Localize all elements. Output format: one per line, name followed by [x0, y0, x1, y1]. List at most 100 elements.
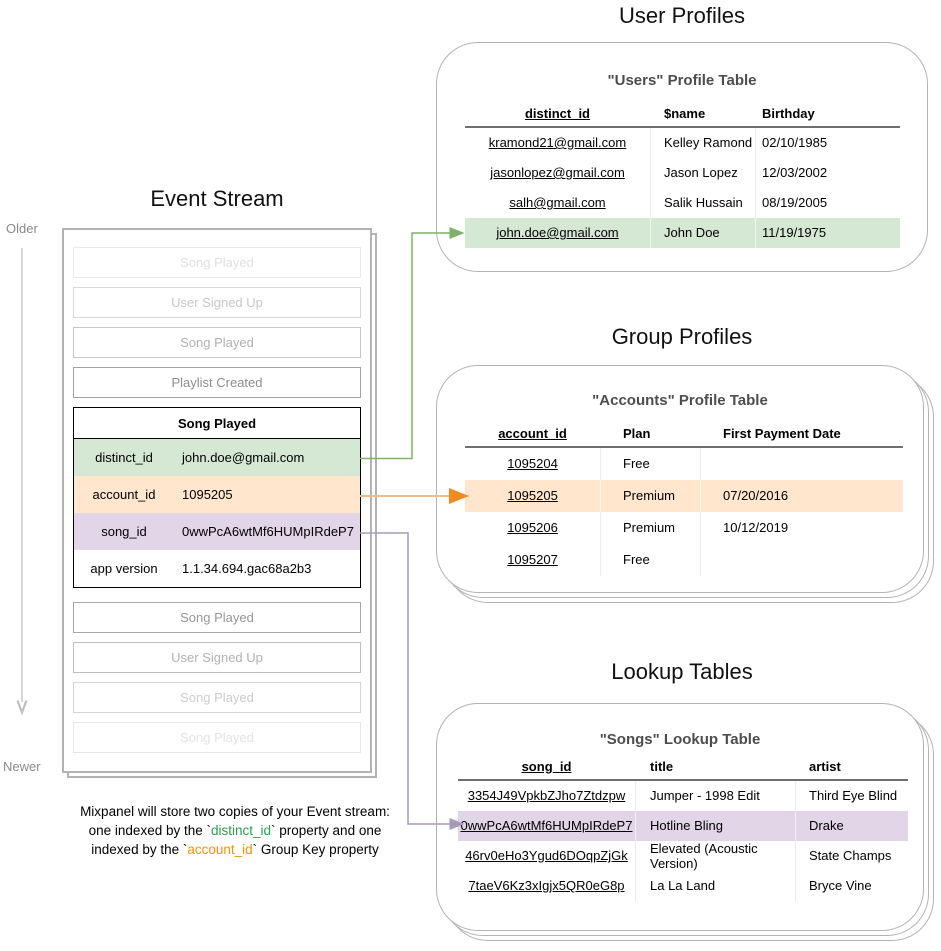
property-key: app version: [90, 561, 158, 576]
note-text: one indexed by the `: [88, 823, 211, 838]
expanded-event-title: Song Played: [74, 408, 360, 439]
table-cell: 1095205: [507, 488, 558, 503]
table-cell: kramond21@gmail.com: [488, 135, 627, 150]
older-label: Older: [6, 221, 38, 236]
footnote: Mixpanel will store two copies of your E…: [30, 802, 440, 859]
event-label: Song Played: [180, 690, 254, 705]
header-separator: [465, 446, 903, 448]
event-label: User Signed Up: [171, 295, 263, 310]
table-cell: john.doe@gmail.com: [496, 225, 619, 240]
property-key: distinct_id: [95, 450, 153, 465]
table-cell: jasonlopez@gmail.com: [490, 165, 625, 180]
table-cell: Bryce Vine: [795, 870, 908, 901]
user-profiles-title: User Profiles: [619, 3, 745, 28]
table-cell: 0wwPcA6wtMf6HUMpIRdeP7: [460, 818, 633, 833]
event-label: Song Played: [180, 255, 254, 270]
note-keyword-orange: account_id: [187, 842, 253, 857]
property-value: john.doe@gmail.com: [182, 450, 305, 465]
event-property-row: song_id 0wwPcA6wtMf6HUMpIRdeP7: [74, 513, 360, 550]
expanded-event-card: Song Played distinct_id john.doe@gmail.co…: [73, 407, 361, 588]
column-header: title: [650, 758, 674, 774]
footnote-line: indexed by the `account_id` Group Key pr…: [30, 840, 440, 859]
table-cell: Premium: [600, 511, 700, 544]
column-header: Plan: [623, 425, 651, 441]
property-value: 0wwPcA6wtMf6HUMpIRdeP7: [182, 524, 354, 539]
note-keyword-green: distinct_id: [210, 823, 272, 838]
table-cell: Jumper - 1998 Edit: [635, 780, 795, 811]
column-header: $name: [664, 105, 706, 121]
column-header: distinct_id: [524, 105, 590, 121]
table-cell: [700, 447, 903, 480]
header-separator: [458, 779, 908, 781]
note-text: ` property and one: [271, 823, 382, 838]
accounts-table-title: "Accounts" Profile Table: [592, 392, 768, 409]
table-cell: 3354J49VpkbZJho7Ztdzpw: [467, 788, 626, 803]
column-header: artist: [809, 758, 841, 774]
column-header: First Payment Date: [723, 425, 841, 441]
card-face: [436, 365, 924, 593]
event-box: Song Played: [73, 247, 361, 278]
event-box: Song Played: [73, 722, 361, 753]
header-separator: [465, 126, 900, 128]
column-header: account_id: [498, 425, 567, 441]
table-row: 1095207 Free: [465, 543, 903, 576]
table-cell: Salik Hussain: [650, 187, 755, 218]
event-stream-title: Event Stream: [150, 186, 284, 211]
event-box: Song Played: [73, 327, 361, 358]
table-cell: Jason Lopez: [650, 157, 755, 188]
event-label: Song Played: [180, 610, 254, 625]
table-cell: Free: [600, 447, 700, 480]
event-box: Song Played: [73, 602, 361, 633]
table-cell: 1095206: [507, 520, 558, 535]
table-cell: 02/10/1985: [755, 127, 900, 158]
user-profiles-card: "Users" Profile Table distinct_id $name Bi…: [436, 42, 928, 272]
table-cell: Hotline Bling: [635, 810, 795, 841]
users-table-title: "Users" Profile Table: [607, 72, 757, 89]
table-cell: La La Land: [635, 870, 795, 901]
column-header: Birthday: [762, 105, 815, 121]
table-cell: Third Eye Blind: [795, 780, 908, 811]
table-cell: 46rv0eHo3Ygud6DOqpZjGk: [465, 848, 628, 863]
property-key: song_id: [101, 524, 147, 539]
table-cell: 07/20/2016: [700, 479, 903, 512]
table-header-row: account_id Plan First Payment Date: [465, 420, 903, 446]
event-label: User Signed Up: [171, 650, 263, 665]
property-value: 1.1.34.694.gac68a2b3: [182, 561, 312, 576]
users-profile-table: distinct_id $name Birthday kramond21@gmail.…: [465, 100, 900, 248]
property-value: 1095205: [182, 487, 233, 502]
table-cell: 7taeV6Kz3xIgjx5QR0eG8p: [468, 878, 625, 893]
event-property-row: distinct_id john.doe@gmail.com: [74, 439, 360, 476]
table-cell: Drake: [795, 810, 908, 841]
footnote-line: one indexed by the `distinct_id` propert…: [30, 821, 440, 840]
table-cell: State Champs: [795, 840, 908, 871]
note-text: indexed by the `: [91, 842, 188, 857]
table-cell: 10/12/2019: [700, 511, 903, 544]
table-cell: Free: [600, 543, 700, 576]
table-cell: John Doe: [650, 217, 755, 248]
event-label: Song Played: [180, 335, 254, 350]
newer-label: Newer: [3, 759, 41, 774]
event-label: Playlist Created: [171, 375, 263, 390]
group-profiles-title: Group Profiles: [611, 324, 753, 349]
event-label: Song Played: [180, 730, 254, 745]
table-cell: 08/19/2005: [755, 187, 900, 218]
table-cell: 1095207: [507, 552, 558, 567]
table-cell: 12/03/2002: [755, 157, 900, 188]
event-box: User Signed Up: [73, 642, 361, 673]
table-cell: Premium: [600, 479, 700, 512]
table-cell: Kelley Ramond: [650, 127, 755, 158]
